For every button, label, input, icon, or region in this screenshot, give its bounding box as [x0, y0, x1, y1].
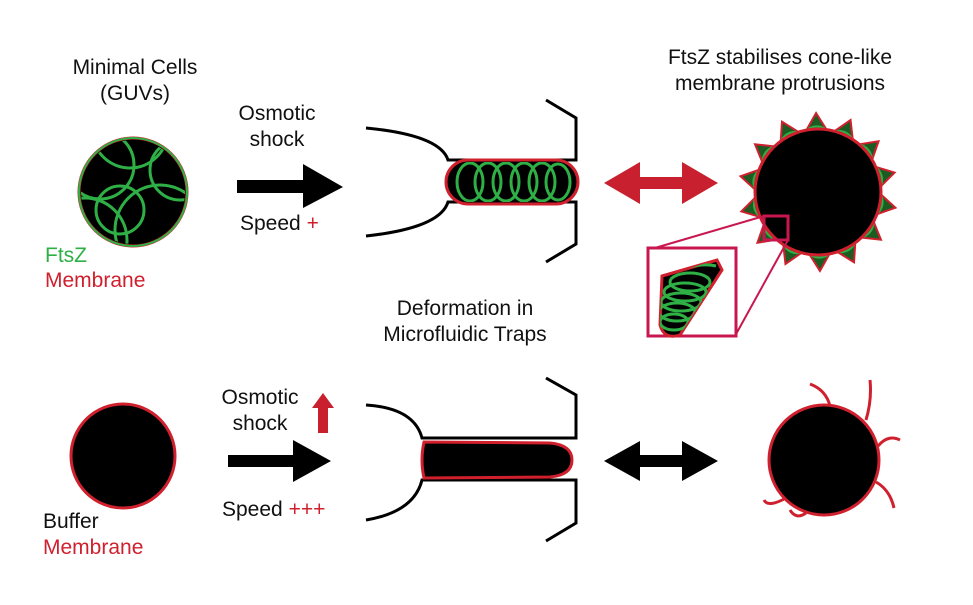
- zoom-inset: [646, 214, 790, 338]
- trap-caption: Deformation in Microfluidic Traps: [360, 296, 570, 348]
- top-shock-line1: Osmotic: [238, 102, 316, 125]
- top-shock-label: Osmotic shock: [222, 101, 332, 153]
- protrusion-cell: [738, 111, 898, 273]
- tether-cell: [762, 379, 901, 518]
- result-caption: FtsZ stabilises cone-like membrane protr…: [625, 45, 935, 97]
- bottom-shock-arrow: [228, 440, 331, 482]
- bottom-shock-line2: shock: [232, 412, 288, 435]
- legend-membrane-top: Membrane: [45, 269, 146, 292]
- top-speed-mark: +: [306, 212, 319, 235]
- top-shock-line2: shock: [249, 128, 305, 151]
- trapped-guv-buffer: [420, 440, 574, 480]
- top-title-line1: Minimal Cells: [72, 56, 198, 79]
- bottom-speed-mark: +++: [288, 498, 326, 521]
- bottom-microfluidic-trap: [365, 376, 578, 543]
- guv-ftsz-cell: [77, 136, 189, 248]
- bottom-shock-line1: Osmotic: [221, 386, 299, 409]
- top-double-arrow: [604, 162, 718, 204]
- result-caption-line2: membrane protrusions: [674, 72, 886, 95]
- top-speed-label: Speed +: [240, 211, 319, 237]
- bottom-double-arrow: [604, 441, 718, 481]
- legend-membrane-bottom: Membrane: [43, 536, 144, 559]
- trapped-guv-ftsz: [444, 158, 580, 206]
- top-title: Minimal Cells (GUVs): [55, 55, 215, 107]
- bottom-speed-label: Speed +++: [222, 497, 325, 523]
- legend-ftsz: FtsZ: [45, 244, 87, 267]
- bottom-shock-label: Osmotic shock: [205, 385, 315, 437]
- top-speed-text: Speed: [240, 212, 301, 235]
- membrane-tethers: [762, 379, 901, 518]
- zoom-source-box: [762, 214, 790, 242]
- top-shock-arrow: [237, 164, 343, 208]
- bottom-speed-text: Speed: [222, 498, 283, 521]
- legend-buffer: Buffer: [43, 510, 99, 533]
- guv-buffer-cell: [69, 402, 177, 510]
- top-title-line2: (GUVs): [100, 82, 170, 105]
- shock-increase-arrow: [312, 393, 334, 433]
- trap-caption-line1: Deformation in: [396, 297, 534, 320]
- ftsz-filaments: [81, 140, 185, 244]
- result-caption-line1: FtsZ stabilises cone-like: [667, 46, 893, 69]
- trap-caption-line2: Microfluidic Traps: [383, 323, 547, 346]
